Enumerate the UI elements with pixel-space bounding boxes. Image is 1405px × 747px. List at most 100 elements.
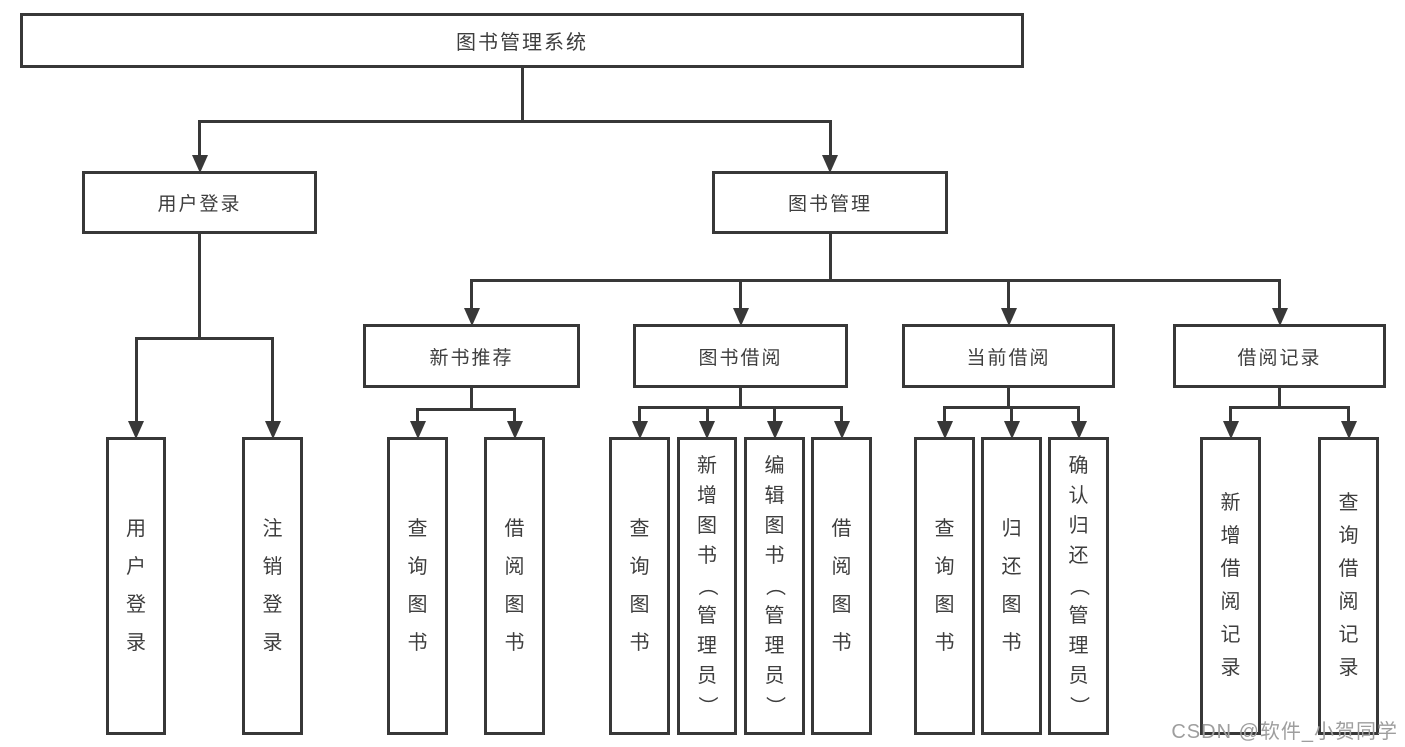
vertical-char: 理 [764,635,785,657]
connector-segment [1229,406,1350,409]
arrow-down-icon [732,308,749,326]
connector-segment [470,388,473,411]
arrow-down-icon [506,421,523,439]
vertical-char: ） [696,696,718,716]
vertical-char: 户 [126,556,146,578]
vertical-char: 图 [764,515,785,537]
connector-segment [470,279,1281,282]
vertical-char: 图 [1001,594,1022,616]
connector-segment [638,406,641,423]
vertical-char: 管 [697,605,717,627]
vertical-char: 确 [1068,455,1089,477]
vertical-char: 查 [1338,492,1359,514]
node-leaf-query-books-cur: 查询图书 [914,437,975,735]
connector-segment [470,279,473,310]
node-leaf-query-books-rec: 查询图书 [387,437,448,735]
vertical-char: 理 [697,635,717,657]
vertical-char: 书 [934,632,955,654]
node-leaf-borrow-books-bor: 借阅图书 [811,437,872,735]
vertical-char: 编 [764,455,785,477]
vertical-char: 询 [629,556,650,578]
connector-segment [1007,388,1010,409]
vertical-char: （ [1067,576,1090,596]
vertical-char: 借 [1338,558,1359,580]
node-borrowing-records: 借阅记录 [1173,324,1386,388]
arrow-down-icon [1000,308,1017,326]
vertical-char: 阅 [1338,591,1359,613]
connector-segment [198,234,201,340]
arrow-down-icon [822,155,838,173]
vertical-char: 辑 [764,485,785,507]
vertical-char: 归 [1001,518,1022,540]
connector-segment [739,279,742,310]
vertical-char: 查 [934,518,955,540]
arrow-down-icon [936,421,953,439]
vertical-char: 录 [1338,657,1359,679]
vertical-char: 登 [126,594,146,616]
vertical-char: 书 [1001,632,1022,654]
vertical-char: （ [696,576,718,596]
vertical-char: 销 [262,556,283,578]
vertical-char: 借 [1220,558,1241,580]
connector-segment [828,120,832,157]
node-book-borrowing: 图书借阅 [633,324,848,388]
connector-segment [416,408,516,411]
node-current-borrowing: 当前借阅 [902,324,1115,388]
vertical-char: 记 [1338,624,1359,646]
vertical-char: 询 [407,556,428,578]
vertical-char: 记 [1220,624,1241,646]
node-leaf-user-login: 用户登录 [106,437,166,735]
connector-segment [198,120,832,123]
vertical-char: 认 [1068,485,1089,507]
vertical-char: （ [763,576,786,596]
connector-segment [1278,279,1281,310]
node-leaf-logout: 注销登录 [242,437,303,735]
connector-segment [520,68,524,123]
node-leaf-edit-books-admin: 编辑图书（管理员） [744,437,805,735]
arrow-down-icon [128,421,144,439]
node-leaf-add-borrow-record: 新增借阅记录 [1200,437,1261,735]
arrow-down-icon [631,421,648,439]
vertical-char: 新 [1220,492,1241,514]
arrow-down-icon [699,421,715,439]
vertical-char: 用 [126,518,146,540]
connector-segment [705,406,709,423]
vertical-char: 查 [629,518,650,540]
node-leaf-borrow-books-rec: 借阅图书 [484,437,545,735]
arrow-down-icon [1222,421,1239,439]
node-new-book-recommend: 新书推荐 [363,324,580,388]
vertical-char: 书 [629,632,650,654]
node-leaf-return-books: 归还图书 [981,437,1042,735]
vertical-char: 书 [697,545,717,567]
vertical-char: 图 [407,594,428,616]
arrow-down-icon [1070,421,1087,439]
arrow-down-icon [463,308,480,326]
vertical-char: ） [1067,696,1090,716]
node-leaf-query-books-bor: 查询图书 [609,437,670,735]
connector-segment [513,408,516,423]
vertical-char: 图 [629,594,650,616]
node-leaf-add-books-admin: 新增图书（管理员） [677,437,737,735]
vertical-char: 增 [697,485,717,507]
vertical-char: 理 [1068,635,1089,657]
node-user-login: 用户登录 [82,171,317,234]
vertical-char: 归 [1068,515,1089,537]
vertical-char: 阅 [1220,591,1241,613]
vertical-char: 书 [831,632,852,654]
vertical-char: 图 [697,515,717,537]
vertical-char: 借 [504,518,525,540]
vertical-char: 还 [1001,556,1022,578]
vertical-char: 图 [504,594,525,616]
vertical-char: 还 [1068,545,1089,567]
node-root-system: 图书管理系统 [20,13,1024,68]
connector-segment [828,234,832,282]
vertical-char: 员 [1068,665,1089,687]
arrow-down-icon [833,421,850,439]
vertical-char: 录 [126,632,146,654]
vertical-char: 管 [1068,605,1089,627]
vertical-char: 管 [764,605,785,627]
vertical-char: 登 [262,594,283,616]
connector-segment [840,406,843,423]
connector-segment [1229,406,1232,423]
